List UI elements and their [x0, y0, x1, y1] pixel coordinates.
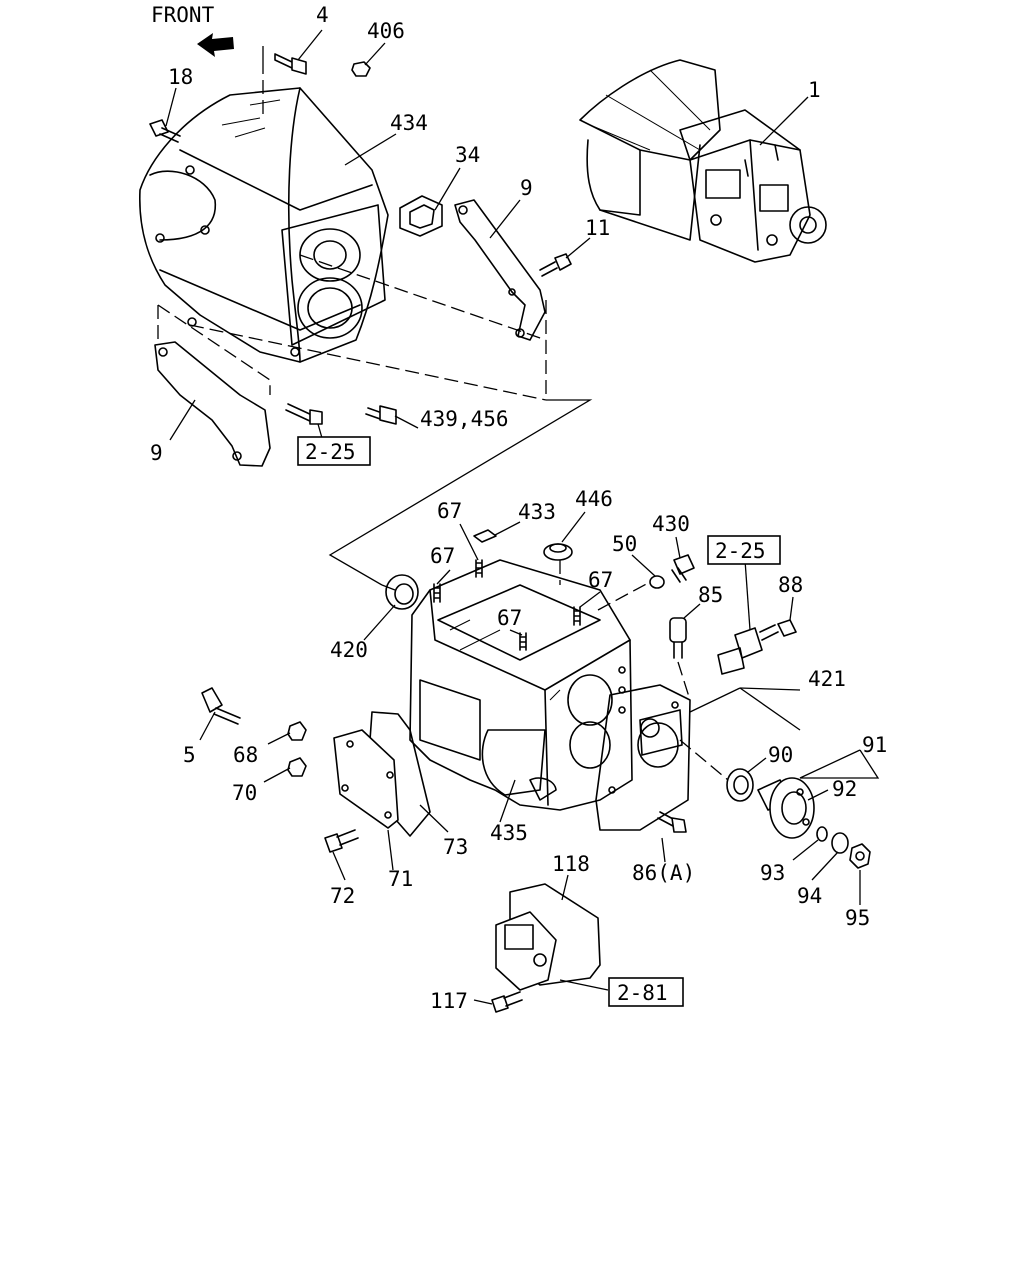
stud-part-67-a	[475, 559, 483, 578]
callout-434: 434	[390, 111, 428, 135]
seal-part-34	[399, 195, 443, 237]
bolt-part-4	[274, 53, 307, 75]
callout-92: 92	[832, 777, 857, 801]
callout-88: 88	[778, 573, 803, 597]
rear-cover-part-421	[595, 684, 691, 831]
washer-part-50	[649, 575, 665, 589]
o-ring-part-93	[816, 826, 828, 842]
front-label: FRONT	[151, 3, 215, 27]
callout-70: 70	[232, 781, 257, 805]
callout-93: 93	[760, 861, 785, 885]
nut-part-68	[287, 721, 307, 741]
callout-94: 94	[797, 884, 822, 908]
bolt-part-88	[777, 619, 797, 637]
callout-9-upper: 9	[520, 176, 533, 200]
transmission-case-part-435	[409, 559, 633, 811]
callout-406: 406	[367, 19, 405, 43]
reference-box-2-25-upper: 2-25	[305, 440, 356, 464]
flange-part-92	[757, 777, 815, 839]
stud-part-18	[149, 119, 181, 143]
callout-4: 4	[316, 3, 329, 27]
grommet-part-446	[543, 543, 573, 561]
callout-71: 71	[388, 867, 413, 891]
callout-118: 118	[552, 852, 590, 876]
callout-435: 435	[490, 821, 528, 845]
callout-86a: 86(A)	[632, 861, 695, 885]
bolt-part-ref-2-25	[285, 403, 323, 425]
speed-sensor-part-ref-2-25	[717, 624, 779, 675]
reference-box-2-25-lower: 2-25	[715, 539, 766, 563]
plate-part-433	[473, 529, 497, 543]
callout-420: 420	[330, 638, 368, 662]
pto-cover-part-118	[495, 883, 601, 991]
callout-439-456: 439,456	[420, 407, 509, 431]
callout-91: 91	[862, 733, 887, 757]
breather-part-5	[201, 687, 241, 725]
bolt-part-439-456	[365, 405, 397, 425]
nut-part-406	[351, 61, 371, 77]
callout-67-b: 67	[430, 544, 455, 568]
stud-part-67-b	[433, 583, 441, 603]
nut-part-95	[849, 843, 871, 869]
bracket-part-9-upper	[454, 199, 546, 341]
callout-67-c: 67	[588, 568, 613, 592]
plug-part-430	[671, 554, 695, 583]
callout-34: 34	[455, 143, 480, 167]
callout-90: 90	[768, 743, 793, 767]
callout-68: 68	[233, 743, 258, 767]
transmission-assembly-part-1	[579, 59, 827, 263]
bracket-part-9-lower	[154, 341, 271, 467]
callout-430: 430	[652, 512, 690, 536]
side-cover-part-71	[333, 729, 399, 829]
callout-446: 446	[575, 487, 613, 511]
callout-67-d: 67	[497, 606, 522, 630]
bolt-part-117	[491, 991, 523, 1013]
oil-seal-part-90	[726, 768, 754, 802]
callout-85: 85	[698, 583, 723, 607]
callout-18: 18	[168, 65, 193, 89]
seal-part-420	[385, 574, 419, 610]
washer-part-94	[831, 832, 849, 854]
bolt-part-72	[324, 829, 359, 853]
front-direction-arrow-icon	[197, 33, 234, 57]
stud-part-67-c	[573, 606, 581, 626]
callout-433: 433	[518, 500, 556, 524]
clutch-housing-part	[138, 87, 389, 363]
callout-117: 117	[430, 989, 468, 1013]
callout-421: 421	[808, 667, 846, 691]
callout-73: 73	[443, 835, 468, 859]
reference-box-2-81: 2-81	[617, 981, 668, 1005]
callout-1: 1	[808, 78, 821, 102]
callout-95: 95	[845, 906, 870, 930]
callout-67-a: 67	[437, 499, 462, 523]
callout-72: 72	[330, 884, 355, 908]
callout-11: 11	[585, 216, 610, 240]
callout-9-lower: 9	[150, 441, 163, 465]
stud-part-67-d	[519, 632, 527, 651]
callout-50: 50	[612, 532, 637, 556]
bolt-part-86a	[657, 811, 687, 833]
nut-part-70	[287, 757, 307, 777]
switch-part-85	[669, 617, 687, 659]
callout-5: 5	[183, 743, 196, 767]
